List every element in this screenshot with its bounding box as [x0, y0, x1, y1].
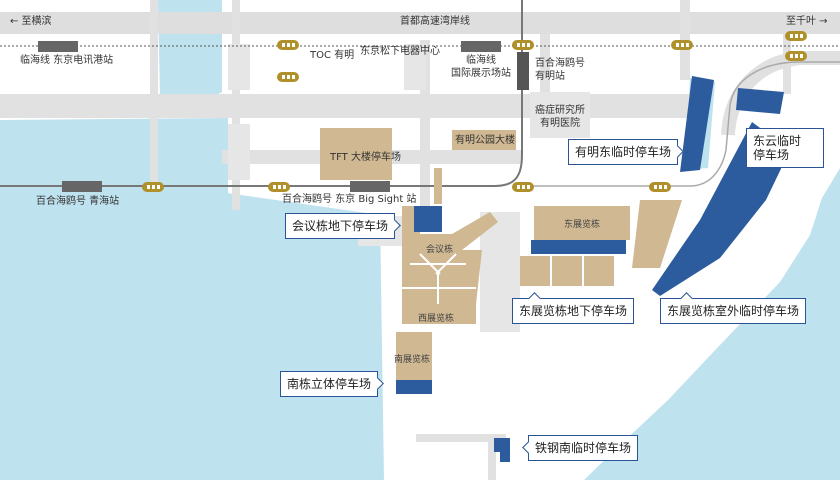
- landmark-cancer-line2: 有明医院: [540, 118, 580, 129]
- callout-text: 铁钢南临时停车场: [535, 441, 632, 455]
- road-south-2: [488, 442, 496, 480]
- road-vertical-3: [420, 40, 430, 210]
- station-label-big-sight: 百合海鸥号 东京 Big Sight 站: [282, 194, 417, 205]
- callout-east-hall-outdoor[interactable]: 东展览栋室外临时停车场: [660, 292, 807, 324]
- callout-text-line2: 停车场: [753, 148, 790, 162]
- building-east-hall-slant: [632, 200, 682, 268]
- road-label-to-yokohama: ← 至横滨: [10, 16, 52, 27]
- callout-ariake-east-temp[interactable]: 有明东临时停车场: [568, 139, 684, 165]
- water-bay-east: [584, 168, 840, 480]
- callout-conference-underground[interactable]: 会议栋地下停车场: [285, 213, 401, 239]
- landmark-west-hall: 西展览栋: [418, 314, 455, 324]
- water-canal-mid: [0, 118, 228, 200]
- station-aomi: [62, 181, 102, 192]
- station-label-kokusai-line2: 国际展示场站: [451, 68, 511, 79]
- water-bay-west: [0, 192, 384, 480]
- station-label-aomi: 百合海鸥号 青海站: [36, 196, 120, 207]
- building-ariake-park: [452, 130, 516, 150]
- callout-text-line1: 东云临时: [753, 134, 802, 148]
- building-tft: [320, 128, 392, 180]
- parking-conference-underground: [414, 206, 442, 232]
- callout-east-hall-underground[interactable]: 东展览栋地下停车场: [512, 292, 635, 324]
- train-icon-windows: [147, 34, 803, 189]
- station-kokusai-tenjijo: [461, 41, 501, 52]
- callout-east-cloud-temp[interactable]: 东云临时 停车场: [746, 128, 824, 168]
- landmark-panasonic: 东京松下电器中心: [360, 46, 440, 57]
- road-east-west-main: [0, 94, 700, 118]
- expressway-band: [0, 12, 840, 34]
- parking-east-hall-underground: [531, 240, 626, 254]
- station-big-sight: [350, 181, 390, 192]
- road-south: [416, 434, 506, 442]
- parking-east-cloud-temp: [736, 88, 784, 114]
- road-vertical-2: [232, 0, 240, 210]
- landmark-ariake-park: 有明公园大楼: [455, 135, 515, 146]
- callout-text: 东展览栋地下停车场: [519, 304, 628, 318]
- callout-text: 东展览栋室外临时停车场: [667, 304, 800, 318]
- callout-text: 南栋立体停车场: [287, 377, 372, 391]
- parking-south-multistory: [396, 380, 432, 394]
- road-label-expressway: 首都高速湾岸线: [400, 16, 470, 27]
- building-east-hall-lower-2: [552, 256, 582, 286]
- conference-structure: [402, 253, 476, 304]
- building-east-hall-lower-1: [520, 256, 550, 286]
- callout-steel-south-temp[interactable]: 铁钢南临时停车场: [522, 435, 639, 461]
- railway-yurikamome: [0, 0, 523, 187]
- station-label-kokusai-line1: 临海线: [466, 55, 496, 66]
- buildings: [320, 128, 682, 380]
- road-label-to-chiba: 至千叶 →: [786, 16, 828, 27]
- callout-south-multistory[interactable]: 南栋立体停车场: [280, 371, 384, 397]
- station-label-tokyo-teleport: 临海线 东京电讯港站: [20, 55, 114, 66]
- parking-steel-south-temp: [494, 438, 510, 462]
- landmark-tft: TFT 大楼停车场: [330, 152, 401, 163]
- landmark-east-hall: 东展览栋: [563, 220, 600, 230]
- landmark-toc: TOC 有明: [310, 50, 355, 61]
- road-west-vertical: [150, 0, 158, 190]
- landmark-cancer-line1: 癌症研究所: [535, 105, 585, 116]
- building-east-hall-block: [534, 206, 630, 240]
- building-conference-tower: [434, 168, 442, 204]
- callout-text: 会议栋地下停车场: [292, 219, 389, 233]
- callout-text: 有明东临时停车场: [575, 145, 672, 159]
- landmark-conference: 会议栋: [426, 245, 454, 255]
- station-label-ariake-line2: 有明站: [535, 71, 565, 82]
- station-label-ariake-line1: 百合海鸥号: [535, 58, 585, 69]
- railway-yurikamome-east: [522, 61, 840, 187]
- building-south-hall: [396, 332, 432, 380]
- parking-ariake-east-temp: [680, 76, 714, 172]
- station-tokyo-teleport: [38, 41, 78, 52]
- station-ariake: [517, 52, 529, 90]
- building-east-hall-lower-3: [584, 256, 614, 286]
- landmark-south-hall: 南展览栋: [394, 355, 431, 365]
- road-vertical-4: [540, 34, 550, 114]
